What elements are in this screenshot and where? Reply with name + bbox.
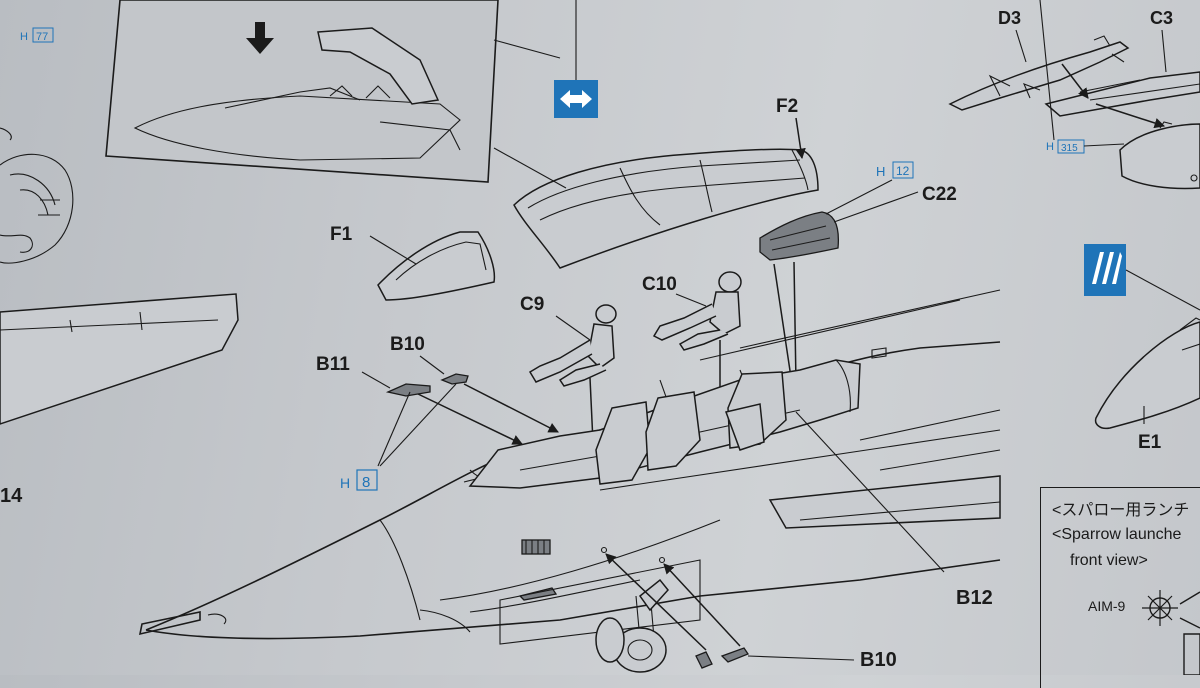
part-b11 <box>385 383 431 397</box>
paint-ref-h12: H 12 <box>876 161 914 179</box>
step-number: 14 <box>0 485 23 507</box>
label-c3: C3 <box>1150 8 1173 28</box>
inset-panel <box>105 0 499 183</box>
label-b11: B11 <box>316 354 350 375</box>
pylon-drawing <box>1119 121 1200 190</box>
left-partial-drawings <box>0 127 239 425</box>
fuselage-drawing <box>138 289 1001 673</box>
label-c10: C10 <box>642 274 677 295</box>
windscreen-f1 <box>377 231 496 301</box>
part-c3-launcher <box>1044 71 1200 117</box>
down-arrow-icon <box>246 22 274 54</box>
paint-ref-prefix: H <box>1046 141 1054 153</box>
label-c9: C9 <box>520 294 544 315</box>
paint-ref-h8: H 8 <box>340 469 378 491</box>
paint-ref-h315: H 315 <box>1046 139 1085 154</box>
label-c22: C22 <box>922 184 957 205</box>
decal-stripe-icon <box>1084 244 1126 296</box>
label-b10-bottom: B10 <box>860 649 897 671</box>
paint-ref-h77: H 77 <box>20 27 54 43</box>
figure-c9 <box>528 304 617 387</box>
label-e1: E1 <box>1138 432 1162 453</box>
part-e1-tank <box>1094 317 1200 430</box>
label-f1: F1 <box>330 224 353 245</box>
label-f2: F2 <box>776 96 798 117</box>
label-d3: D3 <box>998 8 1021 28</box>
note-english-title: <Sparrow launche <box>1052 526 1182 543</box>
double-arrow-icon <box>554 80 598 118</box>
note-japanese-title: <スパロー用ランチ <box>1052 502 1190 519</box>
part-d3-missile <box>948 35 1130 111</box>
paint-ref-prefix: H <box>20 31 28 43</box>
paint-ref-prefix: H <box>876 164 885 179</box>
canopy-f2 <box>513 148 819 269</box>
paint-ref-number: 77 <box>36 31 48 43</box>
part-c22 <box>759 211 840 261</box>
part-b10 <box>440 373 469 385</box>
label-b12: B12 <box>956 587 993 609</box>
label-b10-top: B10 <box>390 334 425 355</box>
paint-ref-number: 8 <box>362 474 370 491</box>
note-english-subtitle: front view> <box>1070 552 1148 569</box>
sparrow-note-box <box>1040 487 1200 688</box>
sparrow-front-view <box>1142 590 1200 675</box>
paint-ref-number: 315 <box>1061 143 1078 154</box>
paint-ref-number: 12 <box>896 164 910 178</box>
note-missile-label: AIM-9 <box>1088 598 1126 614</box>
paint-ref-prefix: H <box>340 475 350 491</box>
figure-c10 <box>652 271 742 351</box>
